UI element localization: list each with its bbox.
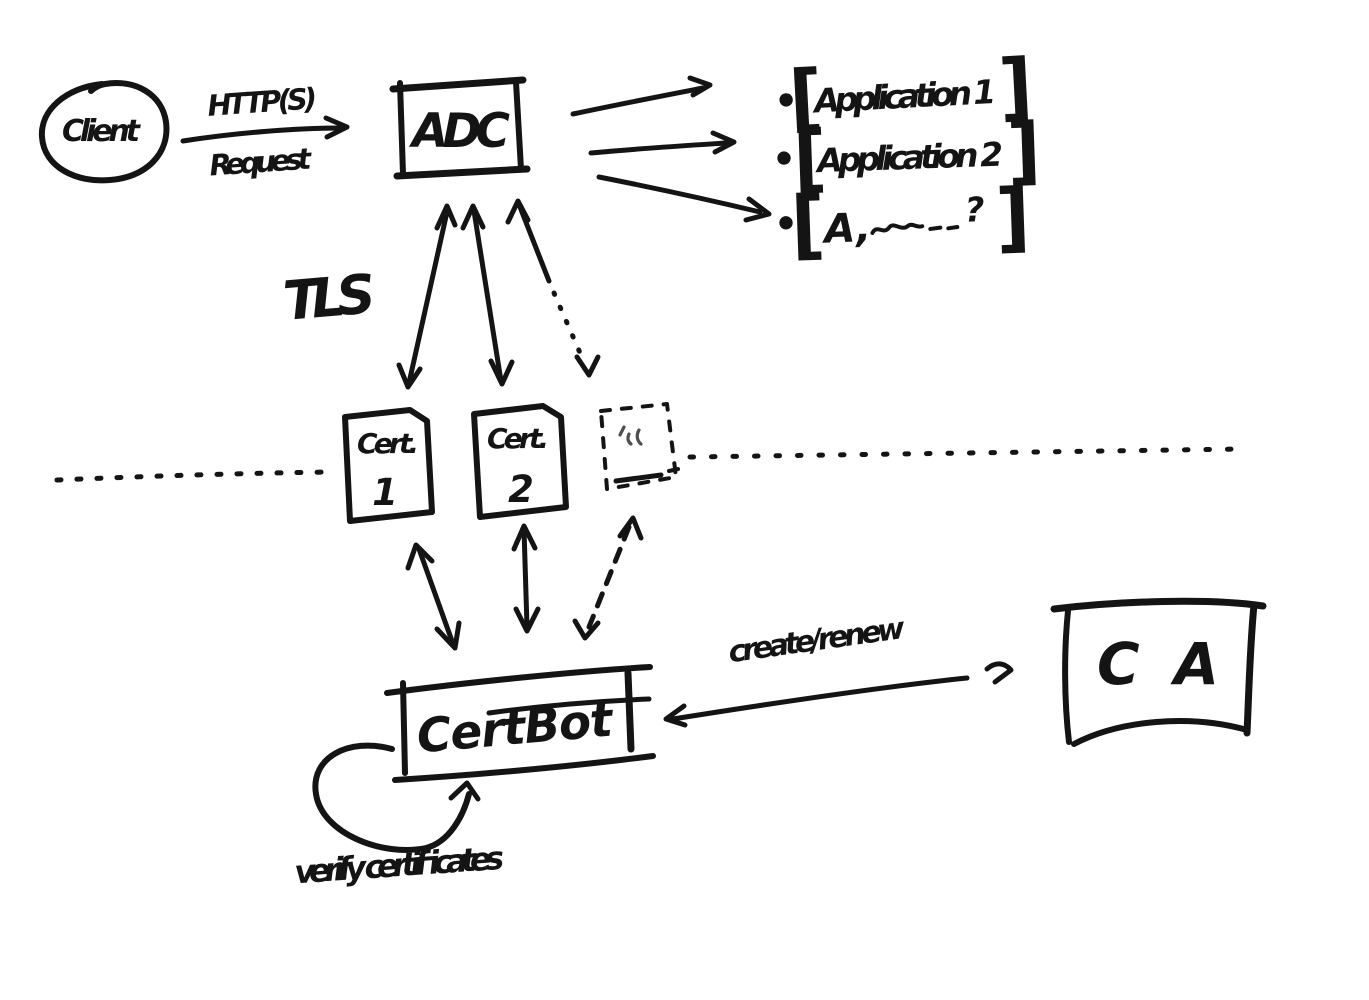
adc-cert1-arrowhead-up-icon — [434, 203, 458, 231]
adc-cert3-arrowhead-down-icon — [574, 354, 601, 378]
adc-app2-arrow-shaft — [588, 140, 729, 156]
adc-box-right — [513, 79, 524, 172]
dotted-separator-line — [54, 446, 1246, 483]
client-node: Client — [38, 80, 170, 184]
adc-label: ADC — [408, 104, 511, 159]
self-loop-arc — [312, 742, 472, 853]
client-to-adc-arrow: HTTP(S) Request — [180, 81, 350, 183]
cert2-node: Cert. 2 — [471, 403, 569, 520]
adc-cert2-arrowhead-down-icon — [488, 358, 515, 387]
certbot-t-crossbar-flourish — [486, 696, 652, 716]
adc-cert2-arrow-shaft — [471, 208, 504, 384]
create-renew-arrow-shaft — [670, 675, 970, 722]
certbot-box-bottom — [392, 753, 656, 783]
adc-cert1-arrowhead-down-icon — [396, 362, 423, 390]
certbot-box-left — [400, 680, 408, 776]
adc-box-left — [397, 80, 406, 177]
certbot-box-top — [384, 664, 653, 696]
cert2-certbot-arrowhead-down-icon — [513, 606, 541, 634]
tls-label: TLS — [281, 262, 378, 333]
cert3-faint-scribble — [618, 425, 643, 446]
application-item-2: • [ Application 2 ] — [771, 107, 1043, 202]
request-arrow-shaft — [180, 125, 344, 144]
application-3-label: A, — [820, 205, 871, 253]
cert1-box-shape — [342, 407, 435, 524]
certbot-ca-arrow: create/renew — [663, 611, 1014, 728]
ca-box-top — [1050, 597, 1267, 613]
certbot-box-right-bar — [624, 669, 635, 753]
cert2-certbot-arrowhead-up-icon — [511, 523, 538, 552]
cert1-certbot-arrow-shaft — [416, 546, 455, 644]
ca-box-bottom — [1071, 718, 1250, 747]
bullet-dot: • — [773, 78, 800, 123]
bracket-open: [ — [789, 179, 827, 269]
bracket-close: ] — [997, 43, 1035, 131]
application-2-label: Application 2 — [813, 135, 1003, 181]
client-label: Client — [62, 114, 142, 149]
cert3-dashed-node — [599, 402, 680, 491]
verify-certificates-label: verify certificates — [293, 839, 505, 892]
create-renew-arrowhead-right-icon — [984, 661, 1014, 685]
request-arrowhead-icon — [323, 115, 350, 140]
cert2-box-shape — [471, 403, 569, 520]
adc-app1-arrow-shaft — [570, 85, 706, 117]
cert2-title: Cert. — [487, 422, 549, 455]
ca-label: CA — [1097, 630, 1219, 698]
application-list: • [ Application 1 ] • [ Application 2 ] … — [771, 43, 1043, 269]
cert-certbot-arrows — [405, 515, 644, 651]
ca-node: CA — [1050, 597, 1267, 747]
application-item-3: • [ A, ? ] — [773, 171, 1032, 269]
cert1-number: 1 — [372, 471, 398, 514]
adc-box-top — [389, 76, 527, 93]
adc-to-applications-arrows — [570, 75, 772, 223]
cert2-certbot-arrow-shaft — [521, 526, 530, 630]
bracket-close: ] — [1006, 107, 1043, 194]
ca-box-right — [1243, 601, 1258, 737]
adc-cert3-arrow-dotted-part — [551, 290, 587, 365]
adc-cert2-arrowhead-up-icon — [460, 203, 486, 231]
cert3-inner-line — [613, 472, 664, 484]
cert2-number: 2 — [508, 468, 534, 511]
create-renew-arrowhead-left-icon — [663, 703, 688, 728]
scribble-stroke — [870, 222, 960, 235]
certbot-self-loop: verify certificates — [293, 742, 505, 892]
cert3-inner-dash — [667, 467, 680, 473]
adc-cert-tls-arrows — [396, 198, 601, 390]
adc-app1-arrowhead-icon — [687, 75, 713, 98]
adc-app3-arrowhead-icon — [743, 196, 772, 223]
adc-cert3-arrow-solid-part — [517, 204, 552, 284]
application-1-label: Application 1 — [810, 72, 997, 121]
cert1-title: Cert. — [357, 427, 419, 460]
bullet-dot: • — [773, 202, 799, 247]
adc-box-bottom — [393, 165, 531, 180]
cert3-certbot-arrow-shaft — [586, 524, 632, 630]
dotted-line-left-segment — [54, 469, 336, 483]
cert1-certbot-arrowhead-down-icon — [434, 620, 462, 651]
certbot-node: CertBot — [384, 664, 656, 783]
client-ellipse-shape — [38, 80, 170, 184]
request-label-bottom: Request — [208, 141, 313, 182]
cert3-certbot-arrowhead-down-icon — [572, 618, 601, 641]
adc-cert1-arrow-shaft — [406, 209, 450, 386]
cert3-certbot-arrowhead-up-icon — [617, 515, 644, 541]
adc-app3-arrow-shaft — [596, 174, 763, 215]
request-label-top: HTTP(S) — [206, 81, 318, 123]
application-3-question-mark: ? — [964, 190, 985, 231]
bracket-close: ] — [994, 171, 1032, 261]
adc-app2-arrowhead-icon — [710, 130, 737, 155]
cert3-dashed-box-shape — [599, 402, 678, 491]
bracket-open: [ — [792, 115, 829, 202]
ca-box-left — [1062, 608, 1072, 745]
bracket-open: [ — [787, 54, 825, 142]
adc-node: ADC — [389, 76, 531, 180]
self-loop-arrowhead-icon — [448, 780, 481, 802]
cert1-certbot-arrowhead-up-icon — [405, 542, 435, 571]
dotted-line-right-segment — [687, 446, 1246, 460]
create-renew-label: create/renew — [726, 611, 907, 670]
bullet-dot: • — [771, 137, 797, 182]
application-item-1: • [ Application 1 ] — [773, 43, 1035, 142]
cert1-node: Cert. 1 — [342, 407, 435, 524]
